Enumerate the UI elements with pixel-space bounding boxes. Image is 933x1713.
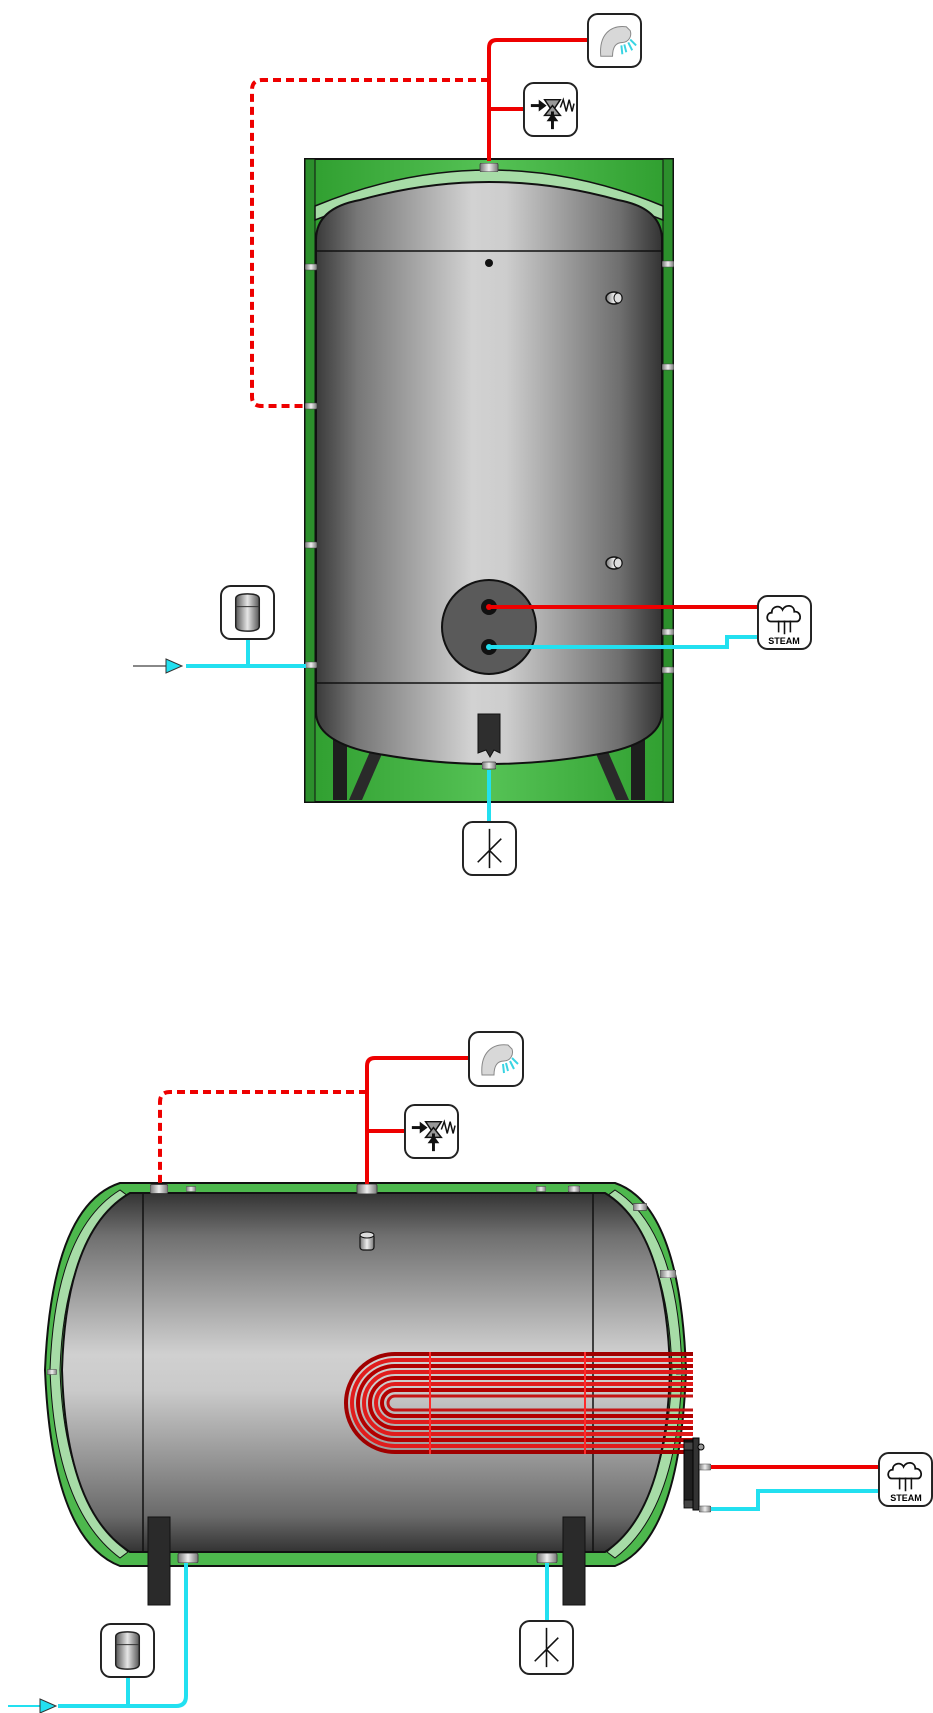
cold-inlet-arrow-icon-h [8, 1698, 58, 1713]
tank-leg-left [349, 740, 388, 800]
insulation-edge-left [304, 158, 316, 803]
nozzle-h-bottom-1 [177, 1553, 199, 1563]
hot-water-pipe-h [365, 1056, 470, 1184]
nozzle-h-top-3 [356, 1184, 378, 1194]
shower-icon [587, 13, 642, 68]
steam-label: STEAM [768, 636, 800, 646]
tank-leg-left-outer [333, 730, 347, 800]
safety-valve-icon-h [404, 1104, 459, 1159]
drain-icon [462, 821, 517, 876]
sensor-socket-lower [605, 556, 623, 570]
safety-valve-icon [523, 82, 578, 137]
cold-water-inlet-pipe-h [58, 1563, 188, 1708]
nozzle-left-3 [305, 541, 317, 549]
drain-icon-h [519, 1620, 574, 1675]
expansion-vessel-icon-h [100, 1623, 155, 1678]
horizontal-boiler-diagram: STEAM [8, 1031, 933, 1713]
nozzle-left-2 [305, 402, 317, 410]
coil-flange [683, 1437, 705, 1511]
vertical-boiler-diagram: STEAM [133, 13, 812, 876]
nozzle-h-top-2 [186, 1186, 196, 1192]
nozzle-right-2 [662, 363, 674, 371]
shower-icon-h [468, 1031, 524, 1087]
coil-return-pipe [489, 635, 758, 649]
tank-leg-right-outer [631, 730, 645, 800]
coil-port-hot [699, 1463, 711, 1471]
nozzle-bottom [482, 761, 496, 770]
expansion-vessel-icon [220, 585, 275, 640]
coil-return-pipe-h [711, 1489, 880, 1511]
nozzle-left-4 [305, 661, 317, 669]
nozzle-h-right-1 [633, 1203, 647, 1211]
steam-label-h: STEAM [890, 1493, 922, 1503]
nozzle-h-top-1 [150, 1184, 168, 1194]
nozzle-top [479, 163, 499, 172]
tank-leg-right [590, 740, 629, 800]
tank-foot-right [562, 1516, 586, 1606]
vertical-tank-body [315, 181, 663, 765]
hot-water-pipe [487, 38, 588, 161]
recirculation-pipe-h [158, 1090, 367, 1184]
tank-foot-left [147, 1516, 171, 1606]
recirculation-pipe [250, 78, 489, 408]
thermometer-dot [485, 259, 493, 267]
nozzle-h-top-5 [568, 1185, 580, 1193]
nozzle-h-bottom-2 [536, 1553, 558, 1563]
nozzle-left-1 [305, 263, 317, 271]
sensor-socket-upper [605, 291, 623, 305]
insulation-edge-right [662, 158, 674, 803]
sensor-socket-top [359, 1231, 375, 1251]
nozzle-right-4 [662, 666, 674, 674]
nozzle-h-left-1 [47, 1368, 57, 1376]
coil-port-cold [699, 1505, 711, 1513]
heat-exchanger-coil [344, 1352, 693, 1454]
heat-exchanger-flange [441, 579, 537, 675]
drain-stub [477, 713, 501, 759]
nozzle-right-3 [662, 628, 674, 636]
nozzle-right-1 [662, 260, 674, 268]
nozzle-h-right-2 [660, 1270, 676, 1278]
cold-inlet-arrow-icon [133, 658, 184, 674]
nozzle-h-top-4 [536, 1186, 546, 1192]
